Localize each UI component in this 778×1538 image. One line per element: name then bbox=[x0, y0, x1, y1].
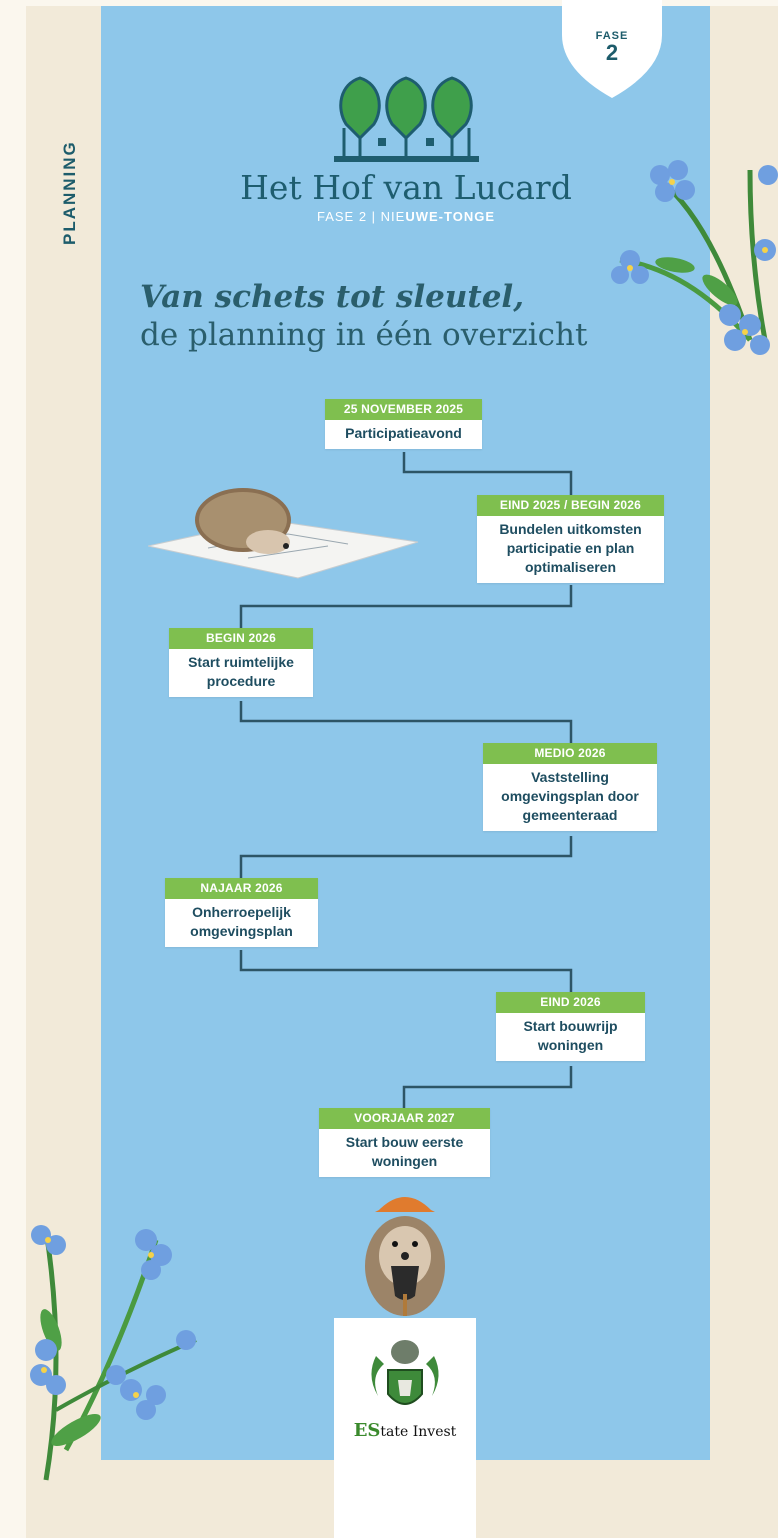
forget-me-not-flowers-bottom-icon bbox=[30, 1225, 197, 1481]
timeline-step-5: NAJAAR 2026 Onherroepelijk omgevingsplan bbox=[165, 878, 318, 947]
sponsor-name-prefix: ES bbox=[353, 1420, 381, 1441]
fase-badge-number: 2 bbox=[605, 40, 619, 65]
timeline-step-6: EIND 2026 Start bouwrijp woningen bbox=[496, 992, 645, 1061]
timeline-step-1: 25 NOVEMBER 2025 Participatieavond bbox=[325, 399, 482, 449]
brand-subtitle-prefix: FASE 2 | NIE bbox=[316, 209, 406, 224]
timeline-step-2: EIND 2025 / BEGIN 2026 Bundelen uitkomst… bbox=[477, 495, 664, 583]
step-label: Start bouw eerste woningen bbox=[345, 1134, 464, 1169]
fase-badge-shape bbox=[562, 0, 662, 98]
brand-subtitle: FASE 2 | NIEUWE-TONGE bbox=[200, 209, 612, 224]
step-date: EIND 2026 bbox=[496, 992, 645, 1013]
fase-badge-label: FASE bbox=[595, 30, 629, 42]
step-label: Onherroepelijk omgevingsplan bbox=[190, 904, 293, 939]
house-trees-logo-icon bbox=[334, 76, 479, 162]
forget-me-not-flowers-icon bbox=[611, 160, 778, 355]
step-label: Start bouwrijp woningen bbox=[523, 1018, 618, 1053]
coat-of-arms-icon bbox=[371, 1340, 439, 1405]
headline-line-2: de planning in één overzicht bbox=[140, 317, 588, 353]
step-date: BEGIN 2026 bbox=[169, 628, 313, 649]
step-label: Bundelen uitkomsten participatie en plan… bbox=[499, 521, 642, 575]
headline: Van schets tot sleutel, de planning in é… bbox=[140, 278, 680, 354]
step-label: Participatieavond bbox=[345, 425, 462, 441]
step-label: Start ruimtelijke procedure bbox=[188, 654, 294, 689]
brand-title: Het Hof van Lucard bbox=[240, 168, 572, 207]
timeline-step-4: MEDIO 2026 Vaststelling omgevingsplan do… bbox=[483, 743, 657, 831]
step-date: NAJAAR 2026 bbox=[165, 878, 318, 899]
step-date: EIND 2025 / BEGIN 2026 bbox=[477, 495, 664, 516]
step-date: MEDIO 2026 bbox=[483, 743, 657, 764]
sponsor-name-rest: tate Invest bbox=[380, 1424, 457, 1440]
timeline-step-7: VOORJAAR 2027 Start bouw eerste woningen bbox=[319, 1108, 490, 1177]
hedgehog-blueprint-illustration bbox=[148, 488, 419, 579]
headline-line-1: Van schets tot sleutel, bbox=[140, 279, 524, 315]
top-strip bbox=[0, 0, 778, 6]
step-date: VOORJAAR 2027 bbox=[319, 1108, 490, 1129]
fase-badge: FASE 2 bbox=[562, 30, 662, 64]
step-date: 25 NOVEMBER 2025 bbox=[325, 399, 482, 420]
timeline-step-3: BEGIN 2026 Start ruimtelijke procedure bbox=[169, 628, 313, 697]
hedgehog-builder-illustration bbox=[365, 1197, 445, 1316]
brand-subtitle-bold: UWE-TONGE bbox=[405, 209, 495, 224]
step-label: Vaststelling omgevingsplan door gemeente… bbox=[501, 769, 639, 823]
sponsor-name: EState Invest bbox=[334, 1420, 476, 1441]
